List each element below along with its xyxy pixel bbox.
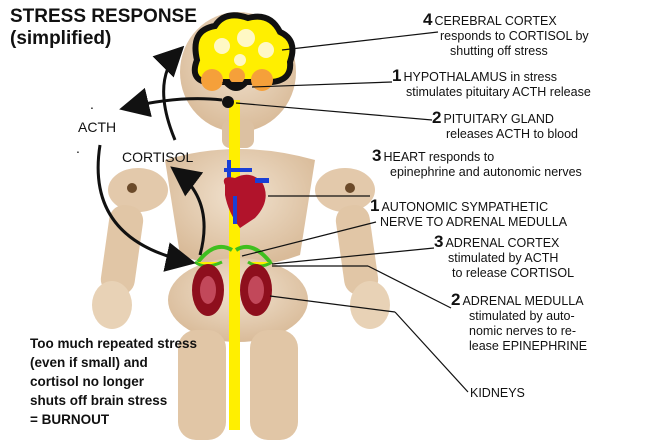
arrow-cortisol-to-brain — [164, 50, 180, 140]
mannequin-shoulder-right — [315, 168, 375, 212]
mannequin-leg-right — [250, 330, 298, 440]
spinal-cord — [229, 100, 240, 430]
hypothalamus-left — [201, 69, 223, 91]
mannequin-shoulder-left — [108, 168, 168, 212]
label-acth: ACTH — [78, 120, 116, 135]
diagram-title: STRESS RESPONSE (simplified) — [10, 6, 197, 50]
hypothalamus-right — [251, 69, 273, 91]
label-cortisol: CORTISOL — [122, 150, 193, 165]
annotation-kidneys: KIDNEYS — [470, 386, 525, 401]
burnout-note: Too much repeated stress (even if small)… — [30, 334, 197, 429]
pituitary-gland — [222, 96, 234, 108]
mannequin-hand-right — [350, 281, 390, 329]
mannequin-hand-left — [92, 281, 132, 329]
